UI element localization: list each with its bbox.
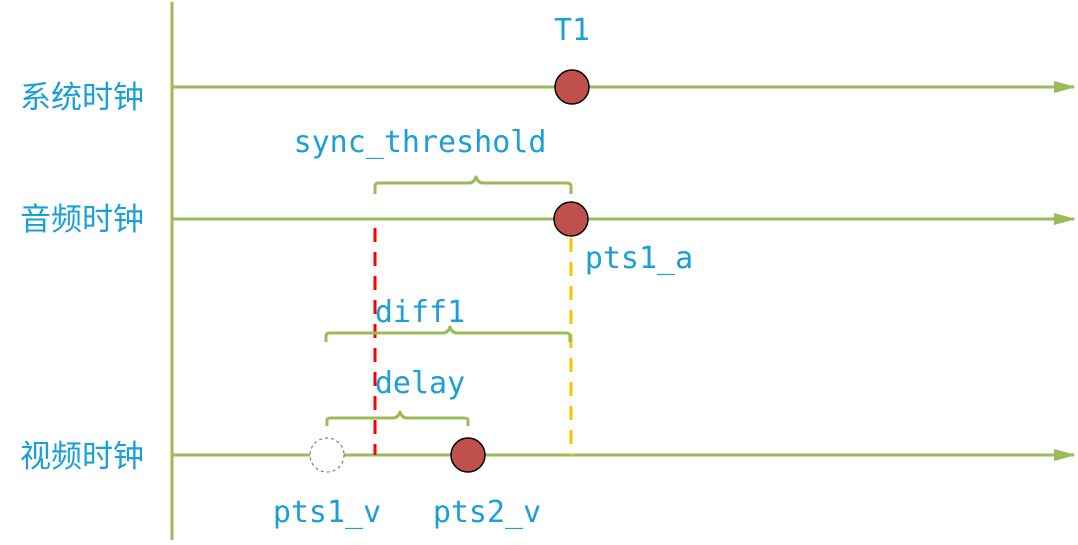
- pts1-a-dot: [553, 201, 589, 237]
- pts1-v-ghost-dot: [309, 437, 345, 473]
- t1-label: T1: [554, 13, 590, 48]
- pts1-a-label: pts1_a: [585, 241, 693, 276]
- video-clock-label: 视频时钟: [20, 439, 144, 475]
- system-clock-label: 系统时钟: [20, 80, 144, 116]
- diff1-label: diff1: [375, 295, 465, 330]
- delay-brace: [325, 410, 470, 426]
- sync-threshold-brace: [373, 175, 573, 194]
- t1-dot: [554, 69, 590, 105]
- pts2-v-label: pts2_v: [433, 495, 541, 530]
- diff1-brace: [324, 325, 572, 342]
- pts1-v-label: pts1_v: [273, 495, 381, 530]
- delay-label: delay: [375, 366, 465, 401]
- audio-clock-label: 音频时钟: [20, 202, 144, 238]
- pts2-v-dot: [450, 437, 486, 473]
- sync-threshold-label: sync_threshold: [294, 125, 547, 160]
